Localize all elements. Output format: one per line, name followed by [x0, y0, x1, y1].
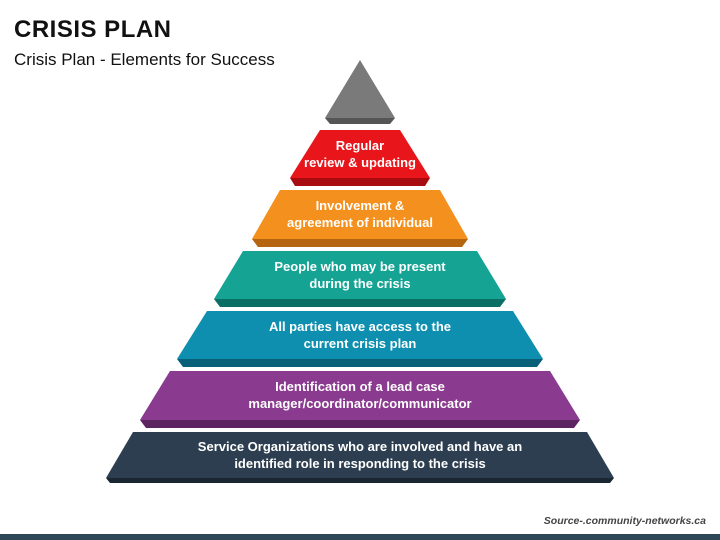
- pyramid-apex: [325, 60, 395, 118]
- tier-4-shade: [177, 359, 543, 367]
- tier-1-shade: [290, 178, 430, 186]
- tier-label-3: People who may be present during the cri…: [0, 258, 720, 292]
- tier-3-shade: [214, 299, 506, 307]
- tier-4-line-2: current crisis plan: [303, 336, 417, 351]
- tier-5-shade: [140, 420, 580, 428]
- tier-6-line-1: Service Organizations who are involved a…: [197, 439, 523, 454]
- tier-label-2: Involvement & agreement of individual: [0, 197, 720, 231]
- source-credit: Source-.community-networks.ca: [543, 515, 706, 527]
- tier-4: [177, 311, 543, 359]
- tier-label-1: Regular review & updating: [0, 137, 720, 171]
- pyramid-apex-shade: [325, 118, 395, 124]
- bottom-bar: [0, 534, 720, 540]
- tier-3-line-1: People who may be present: [274, 259, 446, 274]
- tier-label-5: Identification of a lead case manager/co…: [0, 378, 720, 412]
- tier-label-6: Service Organizations who are involved a…: [0, 438, 720, 472]
- tier-label-4: All parties have access to the current c…: [0, 318, 720, 352]
- tier-2-line-2: agreement of individual: [287, 215, 433, 230]
- tier-3: [214, 251, 506, 299]
- tier-5-line-2: manager/coordinator/communicator: [248, 396, 472, 411]
- tier-1-line-1: Regular: [335, 138, 385, 153]
- tier-6-line-2: identified role in responding to the cri…: [234, 456, 486, 471]
- tier-1-line-2: review & updating: [304, 155, 416, 170]
- page-subtitle: Crisis Plan - Elements for Success: [14, 50, 275, 69]
- tier-5-line-1: Identification of a lead case: [275, 379, 445, 394]
- tier-2-shade: [252, 239, 468, 247]
- page-title: CRISIS PLAN: [14, 16, 172, 43]
- tier-4-line-1: All parties have access to the: [268, 319, 452, 334]
- tier-5: [140, 371, 580, 420]
- tier-6: [106, 432, 614, 478]
- tier-1: [290, 130, 430, 178]
- tier-2-line-1: Involvement &: [315, 198, 405, 213]
- tier-6-shade: [106, 478, 614, 483]
- tier-2: [252, 190, 468, 239]
- tier-3-line-2: during the crisis: [309, 276, 411, 291]
